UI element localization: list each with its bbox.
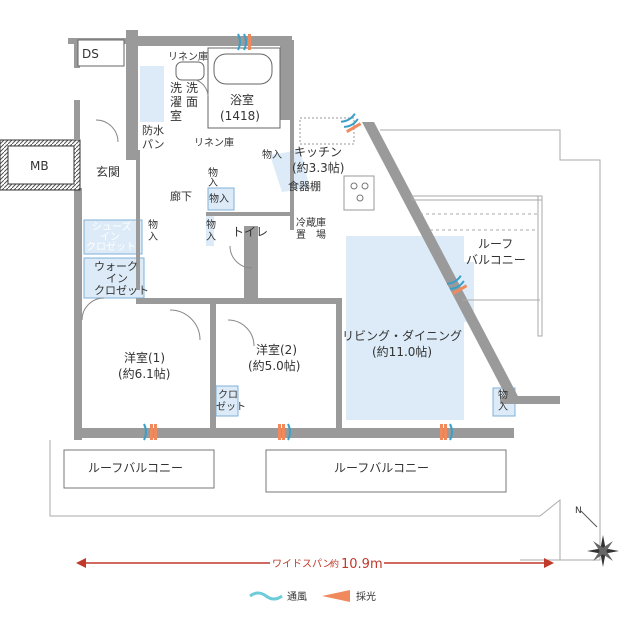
svg-text:物: 物 xyxy=(208,166,218,179)
svg-text:物: 物 xyxy=(498,388,508,401)
linen-mid-label: リネン庫 xyxy=(194,136,234,149)
svg-text:クロ: クロ xyxy=(218,389,238,401)
svg-text:パン: パン xyxy=(142,138,165,151)
laundry-area xyxy=(140,66,164,122)
svg-text:物: 物 xyxy=(206,218,216,231)
svg-text:バルコニー: バルコニー xyxy=(466,253,526,267)
svg-text:濯: 濯 xyxy=(170,95,182,109)
right-roof-balcony xyxy=(380,129,601,561)
legend-lighting-label: 採光 xyxy=(356,590,376,603)
room-labels: リネン庫 洗 濯 室 洗 面 浴室 (1418) 防水 パン リネン庫 玄関 廊… xyxy=(86,50,526,475)
bottom-right-balcony xyxy=(265,449,507,493)
roof-balcony-bottom-left-label: ルーフバルコニー xyxy=(88,461,183,475)
cupboard-label: 食器棚 xyxy=(288,179,321,193)
bath-label: 浴室 xyxy=(230,92,254,107)
width-span-approx: 約 xyxy=(330,558,339,570)
svg-text:イン: イン xyxy=(100,232,120,243)
svg-text:入: 入 xyxy=(208,178,218,189)
entrance-label: 玄関 xyxy=(96,164,120,179)
walls xyxy=(0,30,560,440)
svg-text:入: 入 xyxy=(148,232,158,243)
svg-text:洗: 洗 xyxy=(186,81,198,95)
ventilation-icon xyxy=(249,591,283,601)
svg-text:イン: イン xyxy=(106,272,128,285)
walkin-closet-area xyxy=(83,257,145,299)
western-1-size-label: (約6.1帖) xyxy=(118,366,170,381)
living-dining-label: リビング・ダイニング xyxy=(342,328,462,343)
svg-text:クロゼット: クロゼット xyxy=(86,241,136,253)
svg-text:置 場: 置 場 xyxy=(296,228,326,241)
svg-text:物入: 物入 xyxy=(262,148,282,161)
svg-text:ルーフ: ルーフ xyxy=(478,237,513,251)
width-span-arrow xyxy=(76,554,554,572)
kitchen-label: キッチン xyxy=(294,145,342,159)
svg-text:室: 室 xyxy=(170,108,182,123)
compass-icon: N xyxy=(575,506,619,567)
roof-balcony-bottom-right-label: ルーフバルコニー xyxy=(334,461,429,475)
bathtub xyxy=(213,53,273,85)
bottom-left-balcony xyxy=(63,449,215,489)
linen-top-label: リネン庫 xyxy=(168,50,208,63)
western-1-label: 洋室(1) xyxy=(124,350,165,365)
svg-text:ゼット: ゼット xyxy=(216,401,246,413)
svg-text:防水: 防水 xyxy=(142,123,164,137)
hallway-label: 廊下 xyxy=(170,189,192,203)
svg-text:面: 面 xyxy=(186,95,198,109)
width-span-value: 10.9m xyxy=(341,557,383,572)
living-dining-size-label: (約11.0帖) xyxy=(372,344,432,359)
toilet-label: トイレ xyxy=(232,225,268,239)
svg-text:入: 入 xyxy=(498,402,508,413)
svg-text:クロゼット: クロゼット xyxy=(94,284,149,297)
svg-text:冷蔵庫: 冷蔵庫 xyxy=(296,216,326,229)
svg-text:洗: 洗 xyxy=(170,81,182,95)
mb-label: MB xyxy=(30,159,49,173)
door-swings xyxy=(81,79,255,347)
ds-label: DS xyxy=(82,47,99,61)
width-span-label: ワイドスパン xyxy=(272,558,333,570)
svg-text:シューズ: シューズ xyxy=(92,220,132,233)
western-2-label: 洋室(2) xyxy=(256,342,297,357)
svg-text:入: 入 xyxy=(206,232,216,243)
svg-text:物: 物 xyxy=(148,218,158,231)
svg-text:ウォーク: ウォーク xyxy=(94,260,138,273)
window-markers xyxy=(143,33,468,441)
legend-ventilation-label: 通風 xyxy=(287,591,307,603)
lighting-icon xyxy=(322,590,350,602)
svg-text:物入: 物入 xyxy=(209,192,229,205)
bath-size-label: (1418) xyxy=(220,109,260,123)
legend: 通風 採光 xyxy=(249,590,376,603)
western-2-size-label: (約5.0帖) xyxy=(248,358,300,373)
kitchen-size-label: (約3.3帖) xyxy=(292,160,344,175)
svg-text:N: N xyxy=(575,506,582,516)
shoes-closet-area xyxy=(83,219,143,255)
